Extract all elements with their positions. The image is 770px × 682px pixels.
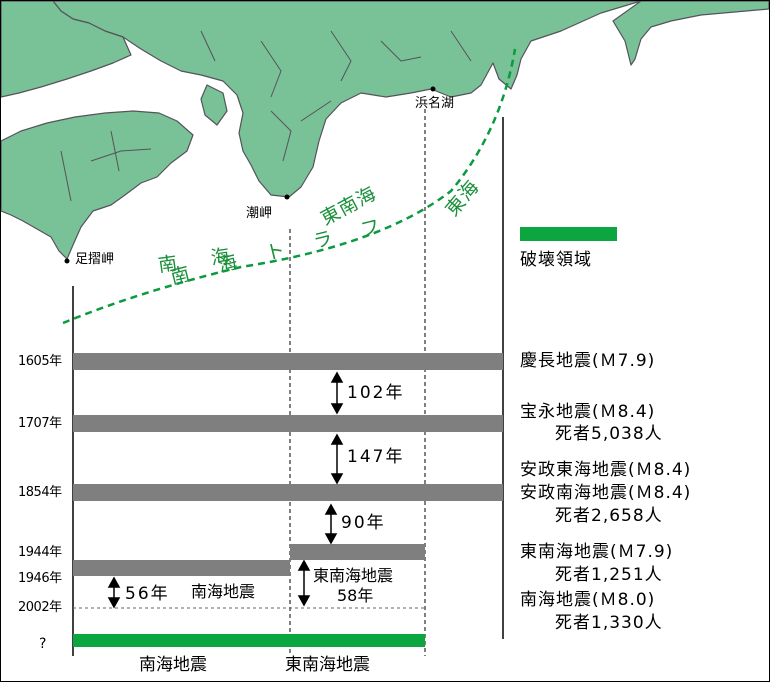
inline-tonankai-interval: 58年	[337, 586, 374, 605]
event-hoei: 宝永地震(Ｍ8.4)	[520, 402, 656, 422]
place-shionomisaki: 潮岬	[246, 206, 273, 221]
honshu-land	[52, 1, 642, 198]
year-1707: 1707年	[18, 416, 62, 431]
event-ansei-nankai: 安政南海地震(Ｍ8.4)	[520, 483, 692, 503]
hamanako-dot	[430, 86, 436, 92]
interval-102: 102年	[347, 383, 405, 403]
bar-1944	[290, 544, 425, 560]
inline-nankai-quake: 南海地震	[191, 582, 256, 601]
legend-rupture-label: 破壊領域	[520, 250, 592, 270]
bar-future-rupture	[73, 634, 425, 647]
interval-arrows	[107, 371, 344, 609]
interval-90: 90年	[341, 513, 386, 533]
shionomisaki-dot	[284, 194, 290, 200]
year-1944: 1944年	[18, 545, 62, 560]
bar-1854	[73, 484, 503, 501]
land-map	[1, 1, 769, 260]
izu-land	[612, 1, 769, 66]
chugoku-land	[1, 1, 132, 98]
ashizuri-dot	[64, 258, 70, 264]
event-nankai-1946: 南海地震(Ｍ8.0)	[520, 590, 656, 610]
event-nankai-deaths: 死者1,330人	[555, 613, 663, 633]
place-ashizuri: 足摺岬	[75, 252, 115, 267]
place-hamanako: 浜名湖	[415, 96, 455, 111]
nankai-trough-line	[62, 48, 517, 325]
event-tonankai-deaths: 死者1,251人	[555, 565, 663, 585]
inline-tonankai-quake: 東南海地震	[313, 566, 394, 585]
legend-swatch	[520, 227, 617, 241]
interval-56: 56年	[125, 584, 170, 604]
event-tonankai-1944: 東南海地震(Ｍ7.9)	[520, 542, 674, 562]
bar-1605	[73, 353, 503, 370]
interval-147: 147年	[347, 447, 405, 467]
event-ansei-tokai: 安政東海地震(Ｍ8.4)	[520, 460, 692, 480]
event-hoei-deaths: 死者5,038人	[555, 424, 663, 444]
bar-1946	[73, 560, 290, 576]
bar-1707	[73, 415, 503, 432]
year-future: ?	[39, 636, 46, 652]
year-2002: 2002年	[18, 600, 62, 615]
shikoku-land	[1, 110, 194, 260]
bottom-tonankai-label: 東南海地震	[285, 655, 370, 675]
awaji-land	[200, 84, 228, 126]
year-1854: 1854年	[18, 485, 62, 500]
event-keicho: 慶長地震(Ｍ7.9)	[520, 351, 656, 371]
year-1946: 1946年	[18, 571, 62, 586]
bottom-nankai-label: 南海地震	[139, 655, 207, 675]
event-ansei-deaths: 死者2,658人	[555, 506, 663, 526]
year-1605: 1605年	[18, 354, 62, 369]
